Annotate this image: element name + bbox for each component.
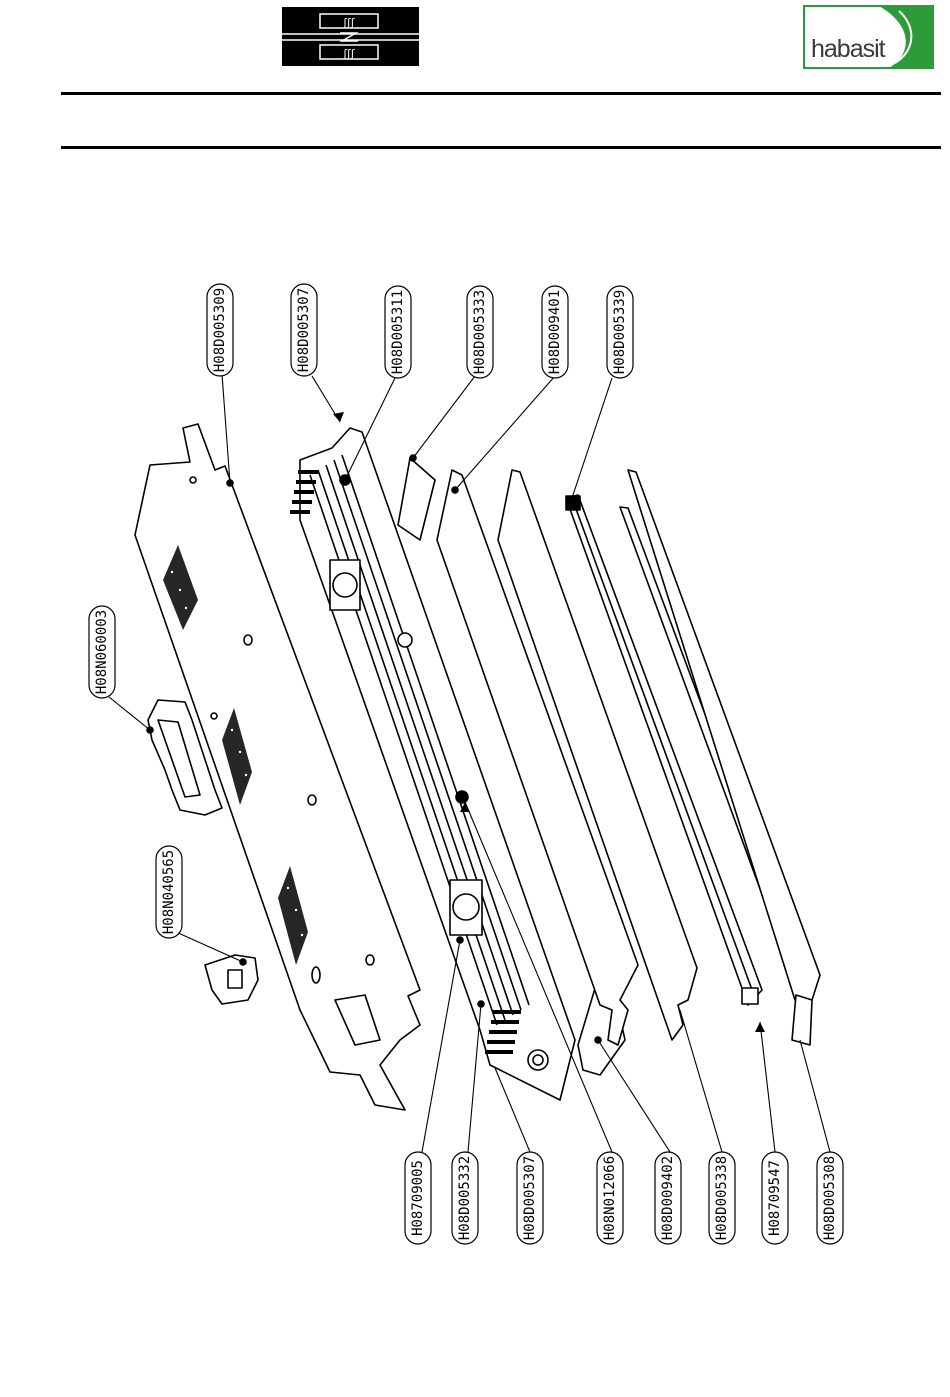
part-number-label: H08D005338	[714, 1156, 730, 1240]
part-callout-callouts_left-0: H08N060003	[89, 606, 115, 698]
part-callout-callouts_top-2: H08D005311	[385, 286, 411, 378]
part-number-label: H08D005307	[522, 1156, 538, 1240]
clip	[205, 955, 258, 1004]
part-callout-callouts_bottom-2: H08D005307	[517, 1152, 543, 1244]
part-callout-callouts_bottom-6: H08709547	[762, 1152, 788, 1244]
part-number-label: H08709005	[410, 1160, 426, 1236]
part-callout-callouts_top-4: H08D009401	[542, 286, 568, 378]
part-number-label: H08D005308	[822, 1156, 838, 1240]
part-callout-callouts_bottom-0: H08709005	[405, 1152, 431, 1244]
part-callout-callouts_bottom-1: H08D005332	[452, 1152, 478, 1244]
part-number-label: H08D005333	[472, 290, 488, 374]
part-number-label: H08D005339	[612, 290, 628, 374]
part-number-label: H08D009402	[660, 1156, 676, 1240]
part-number-label: H08D005332	[457, 1156, 473, 1240]
part-number-label: H08N012066	[602, 1156, 618, 1240]
part-callout-callouts_bottom-3: H08N012066	[597, 1152, 623, 1244]
part-callout-callouts_top-5: H08D005339	[607, 286, 633, 378]
bracket-top	[398, 455, 435, 540]
part-number-label: H08D005311	[390, 290, 406, 374]
part-number-label: H08N040565	[161, 850, 177, 934]
part-callout-callouts_left-1: H08N040565	[156, 846, 182, 938]
part-number-label: H08D009401	[547, 290, 563, 374]
part-callout-callouts_top-3: H08D005333	[467, 286, 493, 378]
part-number-label: H08D005307	[296, 288, 312, 372]
part-callout-callouts_top-1: H08D005307	[291, 284, 317, 376]
part-number-label: H08D005309	[212, 288, 228, 372]
part-callout-callouts_bottom-4: H08D009402	[655, 1152, 681, 1244]
part-callout-callouts_bottom-7: H08D005308	[817, 1152, 843, 1244]
part-callout-callouts_bottom-5: H08D005338	[709, 1152, 735, 1244]
part-callout-callouts_top-0: H08D005309	[207, 284, 233, 376]
part-number-label: H08709547	[767, 1160, 783, 1236]
part-number-label: H08N060003	[94, 610, 110, 694]
